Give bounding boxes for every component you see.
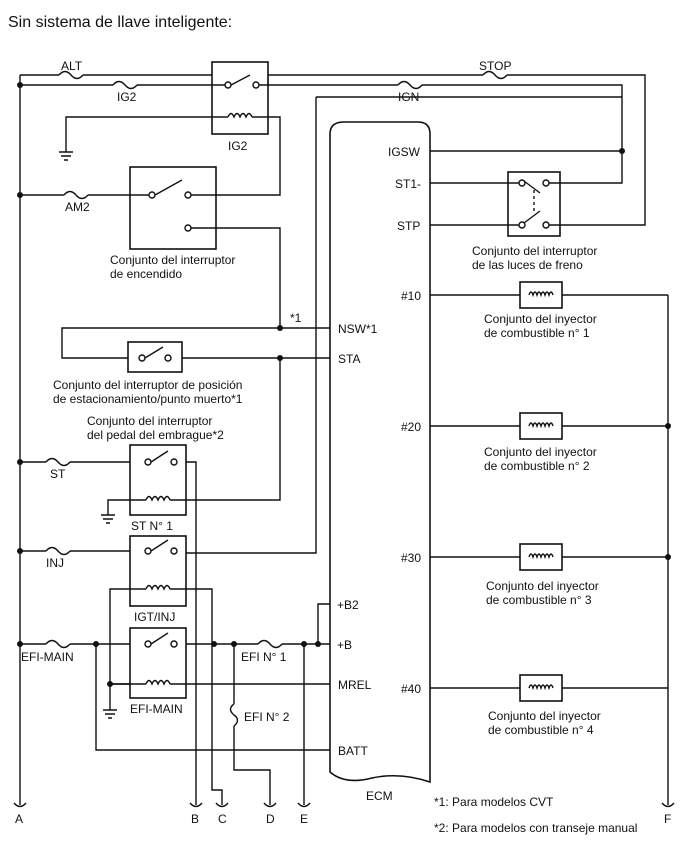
coil-icon	[227, 112, 253, 119]
connector-d: D	[266, 812, 275, 826]
ignition-switch	[129, 166, 217, 250]
injector-1	[519, 281, 563, 309]
connector-a: A	[15, 812, 23, 826]
caption-clutch-switch-2: del pedal del embrague*2	[87, 428, 224, 442]
caption-park-neutral-1: Conjunto del interruptor de posición	[53, 378, 242, 392]
fuse-efi2-icon	[229, 703, 239, 727]
injector-3	[519, 543, 563, 571]
ecm-pin-10: #10	[401, 289, 421, 303]
note-2: *2: Para modelos con transeje manual	[434, 821, 637, 835]
ground-symbols	[59, 151, 117, 719]
coil-icon	[145, 679, 171, 686]
ecm-body	[329, 121, 431, 784]
caption-injector1-1: Conjunto del inyector	[484, 312, 597, 326]
fuse-label-alt: ALT	[61, 59, 83, 73]
caption-ignition-switch-1: Conjunto del interruptor	[110, 253, 235, 267]
diagram-title: Sin sistema de llave inteligente:	[8, 14, 232, 31]
relay-st1	[129, 444, 187, 516]
coil-icon	[528, 553, 554, 560]
caption-injector2-2: de combustible n° 2	[484, 459, 590, 473]
caption-injector2-1: Conjunto del inyector	[484, 445, 597, 459]
ecm-pin-mrel: MREL	[338, 678, 372, 692]
coil-icon	[145, 495, 171, 502]
caption-ignition-switch-2: de encendido	[110, 267, 182, 281]
injector-2	[519, 412, 563, 440]
relay-label-ig2: IG2	[228, 139, 248, 153]
caption-injector4-2: de combustible n° 4	[488, 723, 594, 737]
ecm-pin-sta: STA	[338, 352, 360, 366]
caption-stop-light-2: de las luces de freno	[472, 258, 583, 272]
ecm-pin-b: +B	[337, 638, 352, 652]
ecm-pin-20: #20	[401, 420, 421, 434]
caption-injector3-1: Conjunto del inyector	[486, 579, 599, 593]
relay-efi-main	[129, 627, 187, 699]
ecm-pin-igsw: IGSW	[388, 145, 421, 159]
coil-icon	[528, 684, 554, 691]
caption-stop-light-1: Conjunto del interruptor	[472, 244, 597, 258]
ecm-pin-batt: BATT	[338, 744, 368, 758]
ecm-pin-40: #40	[401, 682, 421, 696]
stop-light-switch	[507, 171, 561, 237]
fuse-ig2-icon	[112, 80, 138, 90]
fuse-label-efi2: EFI N° 2	[244, 710, 290, 724]
fuse-efi-main-icon	[45, 639, 71, 649]
ecm-pin-b2: +B2	[337, 598, 359, 612]
fuse-label-ign: IGN	[398, 90, 419, 104]
fuse-am2-icon	[63, 190, 89, 200]
fuse-label-efi-main: EFI-MAIN	[21, 650, 74, 664]
fuse-label-st: ST	[50, 467, 66, 481]
coil-icon	[145, 584, 171, 591]
fuse-label-efi1: EFI N° 1	[241, 650, 287, 664]
ground-icon	[103, 709, 117, 719]
fuse-stop-icon	[482, 70, 508, 80]
coil-icon	[528, 422, 554, 429]
connector-stubs	[13, 802, 675, 808]
relay-igt-inj	[129, 535, 187, 607]
ecm-pin-nsw: NSW*1	[338, 322, 378, 336]
connector-b: B	[191, 812, 199, 826]
coil-icon	[528, 291, 554, 298]
fuse-st-icon	[45, 457, 71, 467]
fuse-label-inj: INJ	[46, 556, 64, 570]
caption-injector3-2: de combustible n° 3	[486, 593, 592, 607]
fuse-label-am2: AM2	[65, 200, 90, 214]
relay-ig2	[211, 61, 269, 135]
junction-dots	[17, 82, 671, 687]
caption-park-neutral-2: de estacionamiento/punto muerto*1	[53, 392, 243, 406]
fuse-label-stop: STOP	[479, 59, 511, 73]
caption-injector1-2: de combustible n° 1	[484, 326, 590, 340]
caption-clutch-switch-1: Conjunto del interruptor	[87, 414, 212, 428]
ecm-pin-stp: STP	[397, 219, 420, 233]
ecm-pin-30: #30	[401, 551, 421, 565]
ground-icon	[59, 151, 73, 161]
relay-label-efi-main: EFI-MAIN	[130, 702, 183, 716]
connector-c: C	[218, 812, 227, 826]
relay-label-igt-inj: IGT/INJ	[134, 610, 175, 624]
ground-icon	[101, 514, 115, 524]
park-neutral-switch	[127, 341, 183, 373]
wires	[19, 74, 669, 805]
fuse-efi1-icon	[257, 639, 283, 649]
fuse-ign-icon	[397, 80, 423, 90]
fuses	[45, 70, 508, 727]
note-1: *1: Para modelos CVT	[434, 795, 554, 809]
fuse-inj-icon	[45, 546, 71, 556]
connector-e: E	[300, 812, 308, 826]
fuse-label-ig2: IG2	[117, 90, 137, 104]
ecm-pin-st1: ST1-	[395, 177, 421, 191]
connector-f: F	[664, 812, 671, 826]
fuse-alt-icon	[58, 70, 84, 80]
ecm-label: ECM	[366, 789, 393, 803]
injector-4	[519, 674, 563, 702]
marker-star1: *1	[290, 311, 302, 325]
relay-label-st1: ST N° 1	[131, 519, 173, 533]
caption-injector4-1: Conjunto del inyector	[488, 709, 601, 723]
